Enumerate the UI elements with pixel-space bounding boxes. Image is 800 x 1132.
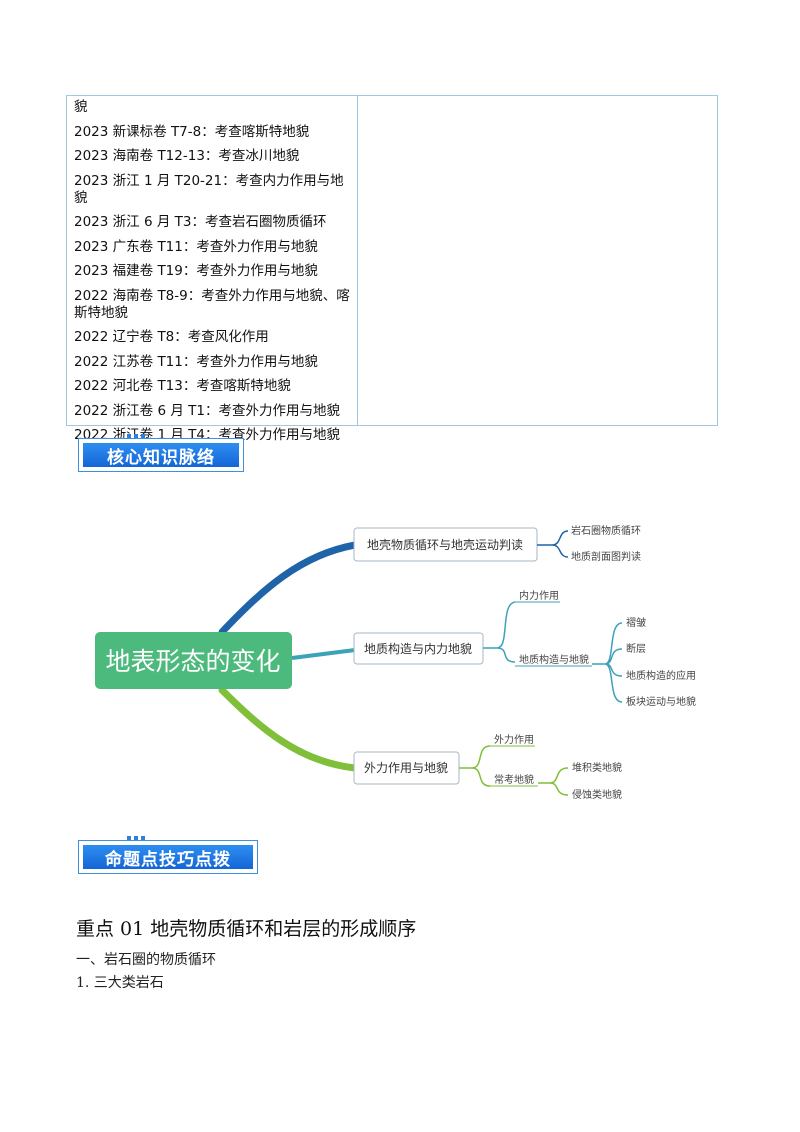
exam-item-text: 2022 辽宁卷 T8：考查风化作用 xyxy=(74,329,269,345)
exam-item-text: 2023 福建卷 T19：考查外力作用与地貌 xyxy=(74,263,318,279)
branch1-fork xyxy=(537,530,569,558)
banner-dots xyxy=(127,836,145,840)
branch2-connector xyxy=(291,648,356,660)
branch1-label: 地壳物质循环与地壳运动判读 xyxy=(367,538,523,552)
exam-item-text: 貌 xyxy=(74,99,88,115)
exam-item-text: 2022 浙江卷 6 月 T1：考查外力作用与地貌 xyxy=(74,402,340,419)
root-node-label: 地表形态的变化 xyxy=(105,647,280,676)
subheading: 1. 三大类岩石 xyxy=(76,975,164,991)
exam-item: 貌 xyxy=(74,99,356,116)
branch3-grandchild: 堆积类地貌 xyxy=(572,761,622,774)
branch2-grandchild: 板块运动与地貌 xyxy=(626,695,696,708)
exam-item-text: 2023 新课标卷 T7-8：考查喀斯特地貌 xyxy=(74,123,310,140)
exam-item-text: 2023 海南卷 T12-13：考查冰川地貌 xyxy=(74,148,300,164)
branch2-fork xyxy=(483,601,516,663)
exam-item: 2023 海南卷 T12-13：考查冰川地貌 xyxy=(74,148,356,165)
root-node-box xyxy=(95,632,292,689)
branch3-child: 外力作用 xyxy=(494,733,534,746)
exam-item-text: 2022 海南卷 T8-9：考查外力作用与地貌、喀 xyxy=(74,287,350,304)
branch3-fork xyxy=(459,745,491,787)
branch2-label: 地质构造与内力地貌 xyxy=(364,641,472,656)
banner-title: 核心知识脉络 xyxy=(83,443,239,468)
branch3-child: 常考地貌 xyxy=(494,773,534,786)
exam-item-text: 2023 浙江 1 月 T20-21：考查内力作用与地貌 xyxy=(74,172,344,206)
branch1-connector xyxy=(218,541,359,636)
exam-list: 貌 2023 新课标卷 T7-8：考查喀斯特地貌 2023 海南卷 T12-13… xyxy=(74,96,356,452)
subheading: 一、岩石圈的物质循环 xyxy=(76,952,216,968)
branch2-child: 内力作用 xyxy=(519,589,559,602)
section-banner-core: 核心知识脉络 xyxy=(78,434,244,472)
exam-item-text: 2023 浙江 6 月 T3：考查岩石圈物质循环 xyxy=(74,214,327,230)
mind-map: 地表形态的变化 地壳物质循环与地壳运动判读 岩石圈物质循环 地质剖面图判读 地质… xyxy=(95,524,696,801)
branch1-child: 岩石圈物质循环 xyxy=(571,524,641,537)
exam-item-text: 2022 河北卷 T13：考查喀斯特地貌 xyxy=(74,378,291,394)
banner-dots xyxy=(127,434,145,438)
branch2-grandchild: 断层 xyxy=(626,642,646,655)
branch3-subfork xyxy=(538,767,569,796)
exam-item: 2022 河北卷 T13：考查喀斯特地貌 xyxy=(74,378,356,395)
branch2-subfork xyxy=(592,622,623,703)
branch1-child: 地质剖面图判读 xyxy=(571,550,641,563)
exam-item: 2022 浙江卷 6 月 T1：考查外力作用与地貌 xyxy=(74,403,356,420)
exam-item: 2022 海南卷 T8-9：考查外力作用与地貌、喀 斯特地貌 xyxy=(74,288,356,322)
exam-table: 貌 2023 新课标卷 T7-8：考查喀斯特地貌 2023 海南卷 T12-13… xyxy=(66,95,718,443)
branch3-connector xyxy=(218,686,359,772)
branch2-grandchild: 褶皱 xyxy=(626,616,646,629)
exam-item: 2022 江苏卷 T11：考查外力作用与地貌 xyxy=(74,354,356,371)
exam-item: 2023 浙江 1 月 T20-21：考查内力作用与地貌 xyxy=(74,173,356,207)
table-divider xyxy=(357,96,358,425)
branch3-grandchild: 侵蚀类地貌 xyxy=(572,788,622,801)
exam-item-text: 斯特地貌 xyxy=(74,304,128,321)
exam-item: 2023 广东卷 T11：考查外力作用与地貌 xyxy=(74,239,356,256)
exam-item: 2023 新课标卷 T7-8：考查喀斯特地貌 xyxy=(74,124,356,141)
exam-item-text: 2022 江苏卷 T11：考查外力作用与地貌 xyxy=(74,353,318,370)
exam-item: 2022 辽宁卷 T8：考查风化作用 xyxy=(74,329,356,346)
exam-item: 2023 浙江 6 月 T3：考查岩石圈物质循环 xyxy=(74,214,356,231)
section-heading: 重点 01 地壳物质循环和岩层的形成顺序 xyxy=(76,918,417,940)
section-banner-tips: 命题点技巧点拨 xyxy=(78,836,258,874)
branch2-child: 地质构造与地貌 xyxy=(519,653,589,666)
branch3-label: 外力作用与地貌 xyxy=(364,760,448,775)
branch2-grandchild: 地质构造的应用 xyxy=(626,669,696,682)
exam-item: 2023 福建卷 T19：考查外力作用与地貌 xyxy=(74,263,356,280)
banner-title: 命题点技巧点拨 xyxy=(83,845,253,870)
exam-item-text: 2023 广东卷 T11：考查外力作用与地貌 xyxy=(74,238,318,255)
